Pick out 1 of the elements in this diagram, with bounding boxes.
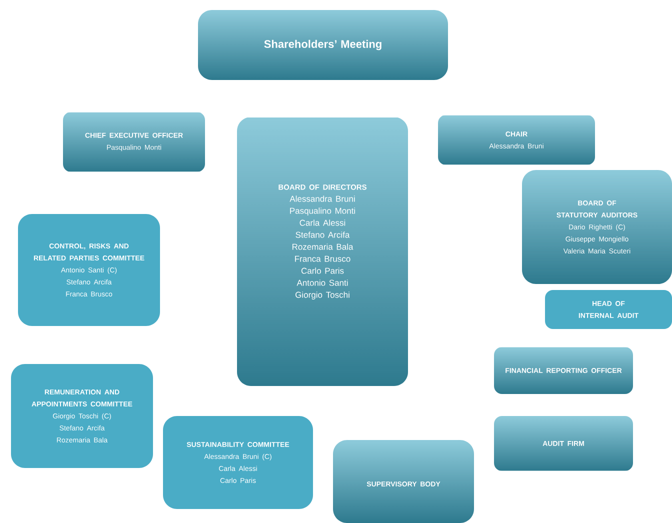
org-box-text: Shareholders’ Meeting: [264, 40, 382, 50]
